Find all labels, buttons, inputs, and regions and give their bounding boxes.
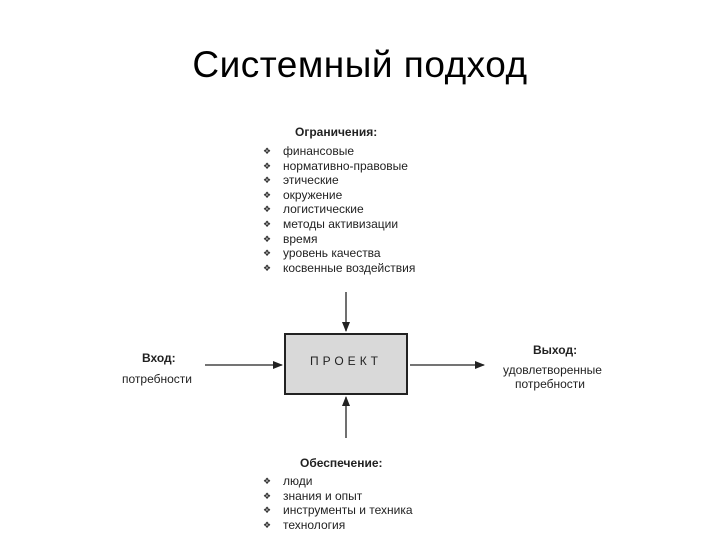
constraints-item-label: уровень качества: [283, 246, 381, 261]
bullet-icon: ❖: [262, 175, 272, 186]
bullet-icon: ❖: [262, 476, 272, 486]
constraints-item-label: этические: [283, 173, 339, 188]
constraints-item-label: нормативно-правовые: [283, 158, 408, 173]
constraints-item: ❖ уровень качества: [261, 246, 415, 261]
bullet-icon: ❖: [262, 160, 272, 171]
constraints-item-label: время: [283, 231, 318, 246]
support-item: ❖ технология: [261, 518, 413, 533]
bullet-icon: ❖: [262, 233, 272, 244]
constraints-item-label: окружение: [283, 187, 343, 202]
constraints-item: ❖ финансовые: [261, 144, 415, 159]
constraints-item-label: косвенные воздействия: [283, 260, 416, 275]
constraints-item: ❖ этические: [261, 173, 415, 188]
bullet-icon: ❖: [262, 490, 272, 501]
input-header: Вход:: [142, 351, 176, 365]
bullet-icon: ❖: [262, 248, 272, 259]
constraints-item: ❖ методы активизации: [261, 217, 415, 232]
bullet-icon: ❖: [262, 146, 272, 156]
support-item: ❖ люди: [261, 474, 413, 489]
support-list: ❖ люди ❖ знания и опыт ❖ инструменты и техник…: [261, 474, 413, 532]
constraints-list: ❖ финансовые ❖ нормативно-правовые ❖ этически…: [261, 144, 415, 275]
bullet-icon: ❖: [262, 204, 272, 215]
constraints-item-label: финансовые: [283, 144, 354, 158]
support-item-label: инструменты и техника: [283, 503, 413, 518]
slide-title: Системный подход: [192, 44, 528, 85]
support-item-label: люди: [283, 474, 313, 488]
bullet-icon: ❖: [262, 519, 272, 530]
input-text: потребности: [122, 372, 192, 386]
support-item: ❖ знания и опыт: [261, 489, 413, 504]
support-item-label: знания и опыт: [283, 488, 363, 503]
output-header: Выход:: [533, 343, 578, 357]
project-box: ПРОЕКТ: [284, 333, 408, 395]
bullet-icon: ❖: [262, 262, 272, 273]
output-text-line-2: потребности: [515, 377, 585, 391]
support-header: Обеспечение:: [300, 456, 383, 470]
constraints-item: ❖ время: [261, 232, 415, 247]
constraints-header: Ограничения:: [295, 125, 378, 139]
bullet-icon: ❖: [262, 189, 272, 200]
constraints-item: ❖ логистические: [261, 202, 415, 217]
support-item: ❖ инструменты и техника: [261, 503, 413, 518]
bullet-icon: ❖: [262, 505, 272, 516]
bullet-icon: ❖: [262, 218, 272, 229]
constraints-item-label: методы активизации: [283, 216, 399, 231]
output-text-line-1: удовлетворенные: [503, 363, 602, 377]
support-item-label: технология: [283, 517, 346, 532]
constraints-item-label: логистические: [283, 202, 364, 217]
constraints-item: ❖ косвенные воздействия: [261, 261, 415, 276]
constraints-item: ❖ окружение: [261, 188, 415, 203]
constraints-item: ❖ нормативно-правовые: [261, 159, 415, 174]
project-label: ПРОЕКТ: [309, 354, 383, 368]
